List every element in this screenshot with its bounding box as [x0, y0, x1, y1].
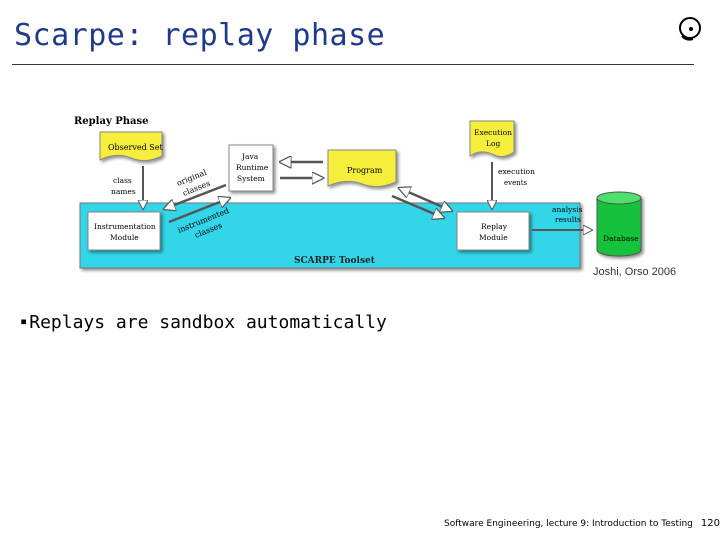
instrumentation-label-1: Instrumentation	[94, 222, 156, 231]
execution-log-box	[469, 120, 515, 158]
execution-log-label-2: Log	[486, 139, 500, 148]
analysis-results-label-2: results	[555, 215, 581, 224]
replay-module-label-2: Module	[479, 233, 508, 242]
class-names-label-1: class	[113, 176, 132, 185]
title-divider	[12, 64, 694, 65]
observed-set-box	[99, 131, 163, 162]
replay-module-box	[456, 211, 530, 251]
toolset-label: SCARPE Toolset	[294, 256, 376, 266]
execution-events-label-2: events	[504, 179, 528, 187]
phase-label: Replay Phase	[74, 116, 149, 127]
jvm-box	[228, 144, 274, 192]
footer: Software Engineering, lecture 9: Introdu…	[444, 518, 720, 529]
arrow-instr-to-jvm	[168, 198, 230, 224]
page-number: 120	[700, 518, 720, 529]
database-cylinder	[596, 191, 642, 257]
arrow-jvm-to-instr	[164, 183, 227, 209]
replay-module-label-1: Replay	[481, 222, 508, 231]
execution-log-label-1: Execution	[474, 128, 512, 137]
bullet-text: Replays are sandbox automatically	[29, 312, 387, 333]
instrumentation-module-box	[87, 211, 161, 251]
citation: Joshi, Orso 2006	[593, 266, 676, 278]
bullet-item: ▪Replays are sandbox automatically	[20, 312, 387, 333]
class-names-label-2: names	[111, 187, 136, 196]
analysis-results-label-1: analysis	[552, 205, 583, 214]
arrow-program-replay-2	[391, 194, 444, 218]
observed-set-label: Observed Set	[108, 143, 163, 152]
jvm-label-2: Runtime	[236, 163, 269, 172]
bullet-marker-icon: ▪	[20, 314, 28, 328]
execution-events-label-1: execution	[498, 167, 535, 176]
logo-icon	[679, 17, 701, 41]
database-label: Database	[603, 234, 639, 243]
instrumentation-label-2: Module	[110, 233, 139, 242]
jvm-label-3: System	[237, 174, 265, 183]
jvm-label-1: Java	[241, 152, 259, 161]
program-label: Program	[347, 166, 383, 175]
slide-title: Scarpe: replay phase	[14, 18, 386, 53]
footer-text: Software Engineering, lecture 9: Introdu…	[444, 519, 693, 529]
program-box	[327, 149, 397, 188]
arrow-program-replay	[399, 188, 452, 211]
replay-phase-diagram: Replay Phase SCARPE Toolset Observed Set…	[74, 116, 676, 278]
